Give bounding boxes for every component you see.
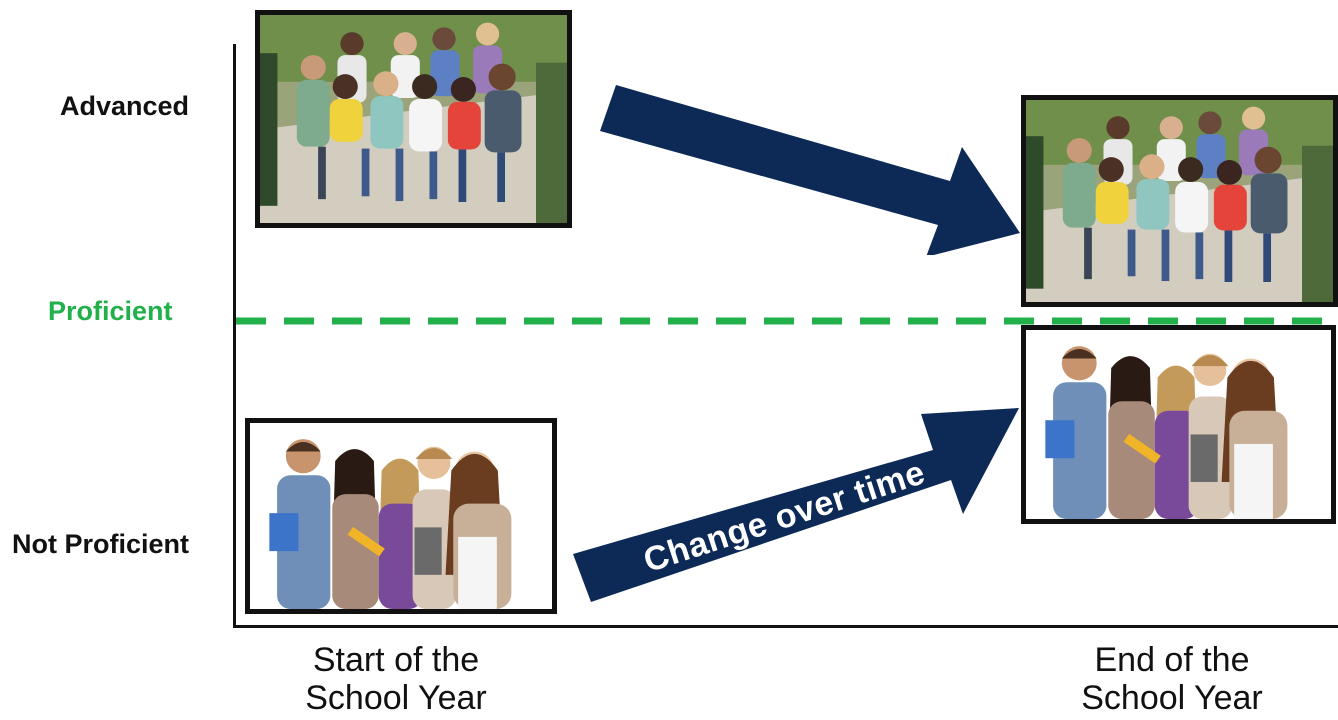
advanced-students-photo-end (1021, 95, 1338, 307)
level-label-proficient: Proficient (48, 296, 173, 326)
change-over-time-arrow-bottom: Change over time (573, 392, 1019, 604)
x-label-start-line-1: Start of the (312, 641, 480, 679)
not-proficient-students-photo-start (245, 418, 557, 614)
x-label-end-line-2: School Year (1081, 679, 1263, 717)
level-label-advanced: Advanced (60, 91, 190, 121)
x-axis (233, 625, 1338, 628)
x-label-end-line-1: End of the (1094, 641, 1250, 679)
y-axis (233, 44, 236, 628)
not-proficient-students-photo-end (1021, 325, 1336, 524)
level-label-not-proficient: Not Proficient (12, 529, 190, 559)
x-label-end-of-year: End of the School Year (1052, 641, 1292, 717)
advanced-students-photo-start (255, 10, 572, 228)
change-over-time-arrow-top: Change over time (600, 85, 1020, 258)
x-label-start-line-2: School Year (305, 679, 487, 717)
proficient-threshold-line (236, 317, 1336, 325)
x-label-start-of-year: Start of the School Year (276, 641, 516, 717)
